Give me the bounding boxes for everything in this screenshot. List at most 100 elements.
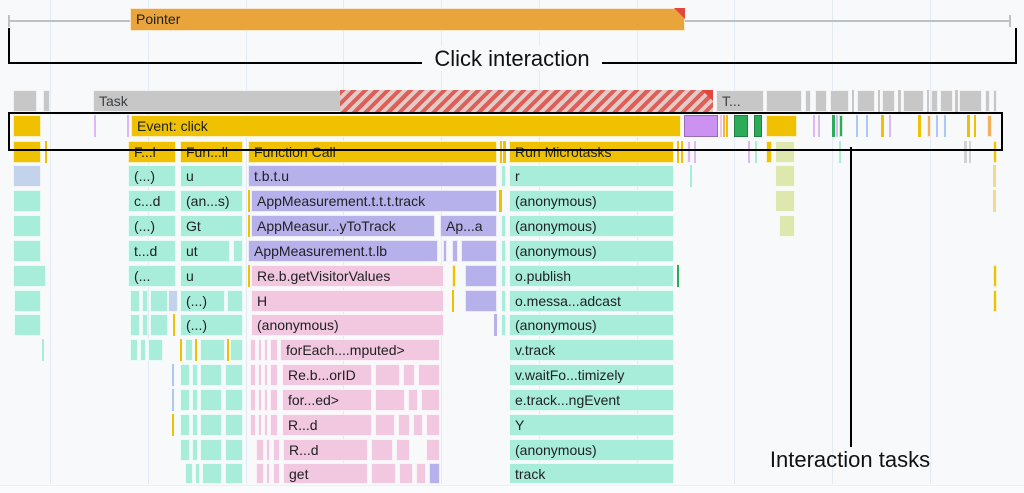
flame-bar[interactable]: (an...s)	[180, 190, 243, 212]
flame-segment[interactable]	[818, 115, 820, 137]
flame-segment[interactable]	[13, 141, 41, 163]
flame-segment[interactable]	[13, 265, 46, 287]
flame-segment[interactable]	[150, 314, 168, 336]
flame-segment[interactable]	[734, 115, 748, 137]
flame-segment[interactable]	[882, 90, 895, 112]
flame-bar[interactable]: v.waitFo...timizely	[509, 364, 674, 386]
flame-segment[interactable]	[264, 389, 268, 411]
flame-segment[interactable]	[185, 339, 193, 361]
flame-segment[interactable]	[270, 339, 278, 361]
flame-bar[interactable]: H	[251, 290, 444, 312]
flame-bar[interactable]: Ap...a	[440, 215, 497, 237]
flame-segment[interactable]	[45, 141, 47, 163]
flame-segment[interactable]	[192, 364, 198, 386]
flame-segment[interactable]	[974, 115, 976, 137]
flame-segment[interactable]	[726, 115, 728, 137]
flame-segment[interactable]	[202, 463, 222, 484]
flame-segment[interactable]	[775, 141, 795, 163]
flame-bar[interactable]: for...ed>	[282, 389, 372, 411]
flame-segment[interactable]	[195, 463, 200, 484]
flame-segment[interactable]	[720, 115, 722, 137]
flame-segment[interactable]	[754, 115, 762, 137]
flame-bar[interactable]: u	[180, 165, 243, 187]
flame-segment[interactable]	[396, 439, 410, 461]
flame-bar[interactable]: Gt	[180, 215, 243, 237]
flame-segment[interactable]	[258, 389, 262, 411]
flame-segment[interactable]	[503, 141, 506, 163]
flame-segment[interactable]	[927, 90, 929, 112]
flame-segment[interactable]	[690, 165, 692, 187]
flame-segment[interactable]	[180, 414, 190, 436]
flame-segment[interactable]	[461, 240, 497, 262]
flame-segment[interactable]	[501, 215, 506, 237]
flame-segment[interactable]	[878, 90, 880, 112]
flame-bar[interactable]: AppMeasurement.t.lb	[248, 240, 438, 262]
flame-segment[interactable]	[200, 389, 222, 411]
flame-segment[interactable]	[398, 414, 410, 436]
flame-segment[interactable]	[766, 141, 772, 163]
flame-segment[interactable]	[140, 339, 146, 361]
flame-segment[interactable]	[225, 414, 243, 436]
flame-segment[interactable]	[94, 115, 96, 137]
flame-segment[interactable]	[142, 314, 148, 336]
flame-segment[interactable]	[987, 115, 992, 137]
flame-segment[interactable]	[500, 141, 502, 163]
flame-segment[interactable]	[499, 190, 502, 212]
flame-segment[interactable]	[225, 389, 243, 411]
flame-segment[interactable]	[180, 364, 190, 386]
flame-segment[interactable]	[172, 364, 174, 386]
flame-bar[interactable]: v.track	[509, 339, 674, 361]
flame-segment[interactable]	[465, 290, 497, 312]
flame-bar[interactable]: c...d	[128, 190, 176, 212]
flame-bar[interactable]: (...	[128, 265, 176, 287]
flame-bar[interactable]: (anonymous)	[509, 215, 674, 237]
flame-segment[interactable]	[200, 439, 222, 461]
flame-segment[interactable]	[172, 389, 174, 411]
flame-bar[interactable]: Function Call	[248, 141, 497, 163]
flame-segment[interactable]	[830, 90, 849, 112]
flame-segment[interactable]	[501, 265, 506, 287]
flame-bar[interactable]: (anonymous)	[509, 190, 674, 212]
flame-bar[interactable]: u	[180, 265, 243, 287]
flame-segment[interactable]	[408, 389, 418, 411]
flame-bar[interactable]: Y	[509, 414, 674, 436]
flame-segment[interactable]	[940, 90, 953, 112]
flame-segment[interactable]	[418, 364, 440, 386]
flame-segment[interactable]	[993, 190, 996, 212]
flame-segment[interactable]	[273, 463, 280, 484]
flame-segment[interactable]	[13, 115, 41, 137]
flame-segment[interactable]	[130, 314, 140, 336]
flame-segment[interactable]	[227, 339, 229, 361]
flame-segment[interactable]	[148, 339, 163, 361]
flame-segment[interactable]	[371, 463, 396, 484]
flame-segment[interactable]	[266, 439, 270, 461]
flame-segment[interactable]	[13, 240, 41, 262]
flame-segment[interactable]	[192, 389, 198, 411]
flame-bar[interactable]: e.track...ngEvent	[509, 389, 674, 411]
flame-bar[interactable]: get	[283, 463, 368, 484]
flame-segment[interactable]	[180, 339, 182, 361]
flame-bar[interactable]: Re.b...orID	[282, 364, 372, 386]
flame-segment[interactable]	[13, 90, 37, 112]
flame-bar[interactable]: t...d	[128, 240, 176, 262]
flame-segment[interactable]	[856, 115, 858, 137]
flame-bar[interactable]: (anonymous)	[509, 314, 674, 336]
flame-segment[interactable]	[755, 141, 757, 163]
flame-segment[interactable]	[266, 463, 270, 484]
flame-segment[interactable]	[465, 265, 497, 287]
flame-segment[interactable]	[918, 115, 921, 137]
flame-segment[interactable]	[832, 115, 835, 137]
flame-segment[interactable]	[501, 314, 506, 336]
flame-bar[interactable]: (anonymous)	[509, 439, 674, 461]
flame-segment[interactable]	[13, 165, 41, 187]
pointer-bar[interactable]: Pointer	[130, 8, 685, 31]
flame-segment[interactable]	[192, 439, 198, 461]
flame-segment[interactable]	[993, 141, 997, 163]
flame-segment[interactable]	[258, 339, 262, 361]
flame-segment[interactable]	[270, 414, 278, 436]
flame-segment[interactable]	[142, 290, 148, 312]
flame-segment[interactable]	[403, 364, 415, 386]
flame-segment[interactable]	[501, 240, 506, 262]
flame-segment[interactable]	[270, 364, 278, 386]
flame-segment[interactable]	[852, 90, 854, 112]
